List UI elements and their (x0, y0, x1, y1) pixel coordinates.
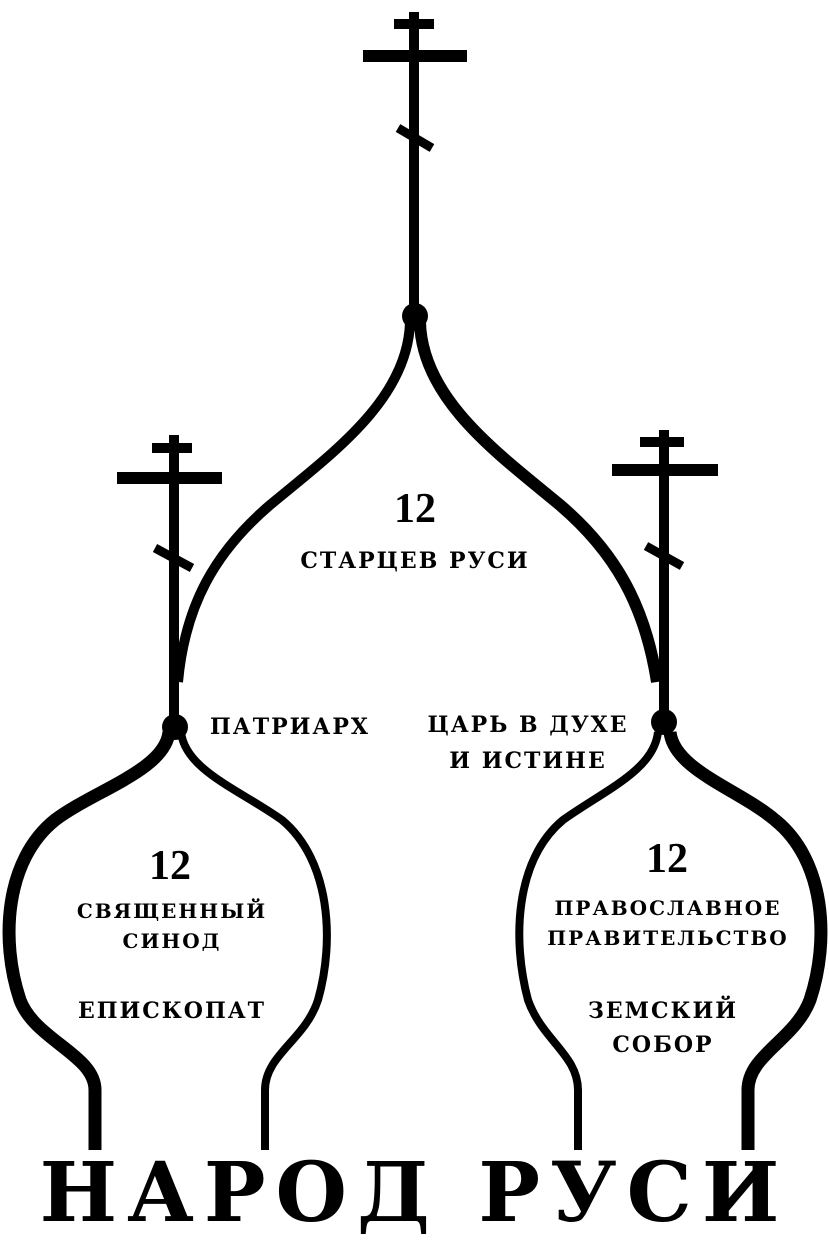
top-dome-number: 12 (370, 488, 460, 530)
left-dome-label-line2: СИНОД (62, 928, 282, 955)
left-junction-label: ПАТРИАРХ (200, 716, 380, 738)
right-junction-label-line2: И ИСТИНЕ (418, 750, 638, 772)
top-dome-label: СТАРЦЕВ РУСИ (270, 550, 560, 572)
right-dome-base-label-line1: ЗЕМСКИЙ (563, 1000, 763, 1022)
top-knob-icon (402, 303, 428, 329)
right-knob-icon (651, 709, 677, 735)
left-dome-base-label: ЕПИСКОПАТ (62, 1000, 282, 1022)
left-dome-label-line1: СВЯЩЕННЫЙ (62, 898, 282, 925)
right-dome-base-label-line2: СОБОР (563, 1034, 763, 1056)
right-junction-label-line1: ЦАРЬ В ДУХЕ (418, 714, 638, 736)
right-dome-label-line2: ПРАВИТЕЛЬСТВО (538, 925, 798, 952)
right-dome-label-line1: ПРАВОСЛАВНОЕ (538, 895, 798, 922)
top-cross-icon (363, 12, 467, 318)
right-dome-number: 12 (622, 838, 712, 880)
right-cross-icon (612, 430, 718, 718)
left-dome-number: 12 (125, 845, 215, 887)
left-knob-icon (162, 714, 188, 740)
footer-title: НАРОД РУСИ (0, 1152, 829, 1234)
